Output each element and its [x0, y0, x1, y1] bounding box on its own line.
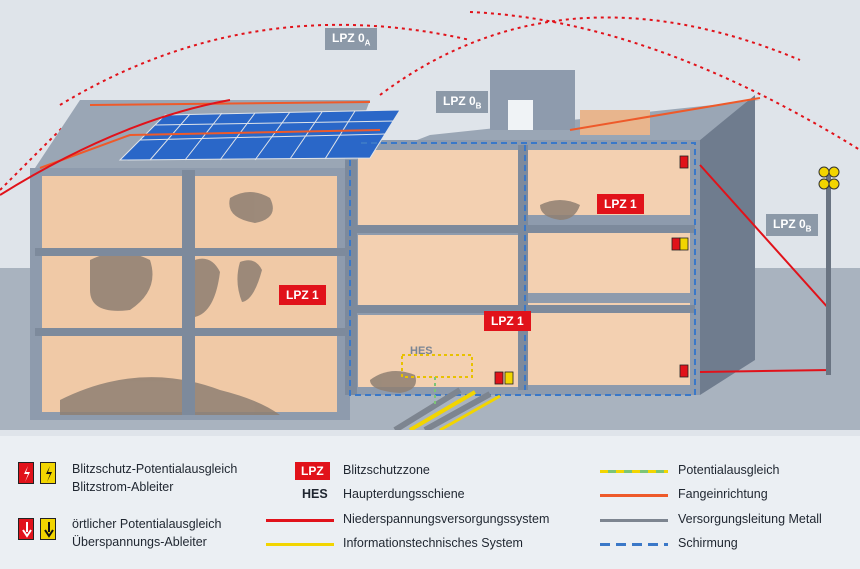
surge-arrester-red-icon: [18, 518, 34, 540]
legend-text-shielding: Schirmung: [678, 536, 738, 550]
zone-lpz0a-text: LPZ 0: [332, 31, 365, 45]
solar-panels: [118, 109, 401, 161]
legend-text-equipotential-lightning: Blitzschutz-Potentialausgleich: [72, 462, 238, 476]
legend-text-lpz: Blitzschutzzone: [343, 463, 430, 477]
walls: [182, 145, 528, 415]
zone-lpz0a-sub: A: [364, 38, 371, 48]
legend-text-it-system: Informationstechnisches System: [343, 536, 523, 550]
legend-line-shielding: [600, 543, 668, 546]
hes-label: HES: [410, 345, 433, 357]
building-cutaway: [0, 11, 860, 433]
shielding-lines: [349, 142, 696, 396]
utility-pole: [818, 166, 840, 375]
legend-text-air-termination: Fangeinrichtung: [678, 487, 768, 501]
lightning-arrester-yellow-icon: [40, 462, 56, 484]
zone-lpz0b-text: LPZ 0: [443, 94, 476, 108]
zone-tag-lpz1-center: LPZ 1: [484, 311, 531, 331]
legend-text-metal-supply: Versorgungsleitung Metall: [678, 512, 822, 526]
legend-text-hes: Haupterdungsschiene: [343, 487, 465, 501]
supply-pipes: [393, 387, 501, 433]
legend-text-low-voltage: Niederspannungsversorgungssystem: [343, 512, 550, 526]
legend-line-metal-supply: [600, 519, 668, 522]
legend-text-lightning-arrester: Blitzstrom-Ableiter: [72, 480, 174, 494]
legend-line-equipotential: [600, 470, 668, 473]
zone-lpz0b-sub: B: [475, 101, 482, 111]
legend-line-air-termination: [600, 494, 668, 497]
legend-line-low-voltage: [266, 519, 334, 522]
legend-line-it-system: [266, 543, 334, 546]
surge-arresters: [494, 155, 689, 385]
hes-rail: [401, 354, 473, 405]
zone-lpz0b-right-text: LPZ 0: [773, 217, 806, 231]
legend-hes-label: HES: [302, 487, 328, 501]
roof-door: [508, 100, 533, 130]
air-termination: [39, 97, 761, 169]
zone-tag-lpz0b-right: LPZ 0B: [766, 214, 819, 237]
zone-lpz0b-right-sub: B: [805, 224, 812, 234]
wing-right-side: [700, 95, 755, 395]
zone-tag-lpz1-left: LPZ 1: [279, 285, 326, 305]
zone-tag-lpz0a: LPZ 0A: [325, 28, 378, 51]
building-illustration: LPZ 0A LPZ 0B LPZ 0B LPZ 1 LPZ 1 LPZ 1 H…: [0, 11, 860, 433]
zone-tag-lpz0b: LPZ 0B: [436, 91, 489, 114]
legend-text-equipotential: Potentialausgleich: [678, 463, 780, 477]
zone-tag-lpz1-right: LPZ 1: [597, 194, 644, 214]
legend-lpz-box: LPZ: [295, 462, 330, 480]
legend-text-surge-arrester: Überspannungs-Ableiter: [72, 535, 207, 549]
legend-text-local-equipotential: örtlicher Potentialausgleich: [72, 517, 222, 531]
surge-arrester-yellow-icon: [40, 518, 56, 540]
legend: Blitzschutz-Potentialausgleich Blitzstro…: [0, 436, 860, 569]
rolling-sphere-arcs: [0, 11, 860, 191]
lightning-arrester-red-icon: [18, 462, 34, 484]
